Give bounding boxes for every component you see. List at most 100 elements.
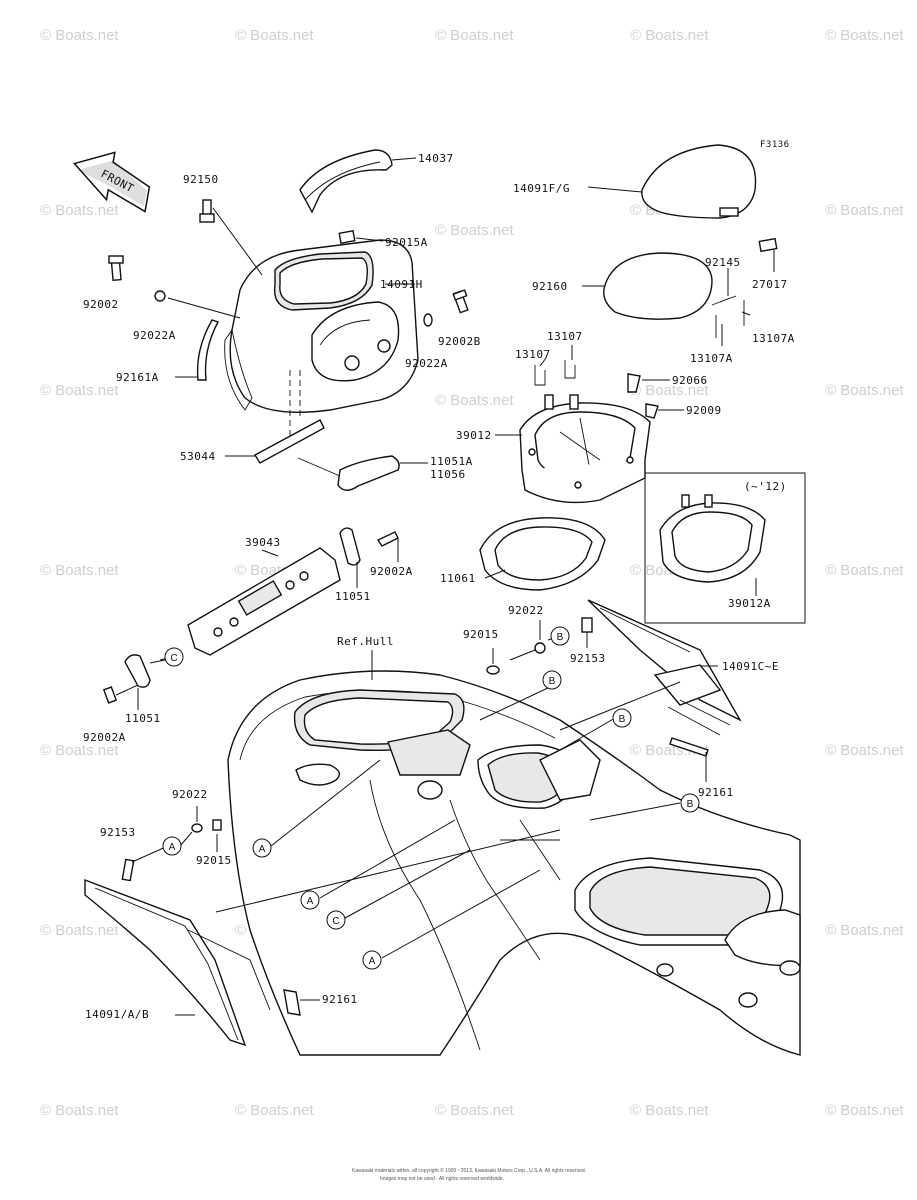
- strip-92161-right-part: [669, 737, 709, 782]
- part-label-92160: 92160: [532, 280, 568, 293]
- part-label-14091h: 14091H: [380, 278, 423, 291]
- watermark: © Boats.net: [40, 1102, 119, 1119]
- part-label-92009: 92009: [686, 404, 722, 417]
- strip-92161-lower-part: [283, 989, 320, 1016]
- part-label-92161a: 92161A: [116, 371, 159, 384]
- side-panel-14091ab-part: [84, 878, 271, 1047]
- watermark: © Boats.net: [630, 27, 709, 44]
- spring-13107-part: [534, 345, 576, 386]
- part-label-92015: 92015: [196, 854, 232, 867]
- part-label-11051: 11051: [335, 590, 371, 603]
- gasket-11061-part: [479, 517, 606, 591]
- part-label-92022a: 92022A: [133, 329, 176, 342]
- watermark: © Boats.net: [435, 27, 514, 44]
- callout-a: A: [369, 956, 376, 967]
- storage-bin-39012-part: [495, 373, 684, 504]
- variant-label: (~'12): [744, 480, 787, 493]
- callout-b: B: [557, 632, 564, 643]
- part-label-92153: 92153: [100, 826, 136, 839]
- hardware-center: [486, 617, 593, 675]
- front-cowl-part: [224, 230, 419, 413]
- handle-cover-part: [299, 149, 417, 214]
- part-label-92161: 92161: [322, 993, 358, 1006]
- watermark: © Boats.net: [40, 562, 119, 579]
- variant-box-39012a: (~'12): [644, 472, 806, 624]
- part-label-92002a: 92002A: [83, 731, 126, 744]
- leader-lines: [159, 635, 681, 959]
- figure-code: F3136: [760, 140, 790, 150]
- watermark: © Boats.net: [630, 382, 709, 399]
- watermark: © Boats.net: [40, 27, 119, 44]
- hardware-lower-left: [121, 806, 222, 882]
- callout-c: C: [332, 916, 339, 927]
- part-label-92022: 92022: [172, 788, 208, 801]
- callout-b: B: [549, 676, 556, 687]
- callout-b: B: [619, 714, 626, 725]
- watermark: © Boats.net: [825, 922, 904, 939]
- part-label-92002: 92002: [83, 298, 119, 311]
- strip-92161a-part: [175, 319, 220, 381]
- watermark: © Boats.net: [825, 562, 904, 579]
- part-label-92066: 92066: [672, 374, 708, 387]
- front-arrow-icon: FRONT: [72, 151, 151, 213]
- part-label-13107: 13107: [515, 348, 551, 361]
- watermark: © Boats.net: [435, 222, 514, 239]
- bolt-92002-part: [108, 255, 241, 319]
- watermark: © Boats.net: [630, 1102, 709, 1119]
- part-label-14091ab: 14091/A/B: [85, 1008, 149, 1021]
- part-label-92161: 92161: [698, 786, 734, 799]
- pad-92160-part: [582, 252, 713, 320]
- watermark: © Boats.net: [40, 202, 119, 219]
- rod-53044-part: [225, 370, 325, 464]
- hull-part: [227, 650, 801, 1056]
- panel-39043-part: [187, 547, 341, 656]
- watermark: © Boats.net: [40, 922, 119, 939]
- plate-11051-part: [102, 654, 166, 710]
- bolt-92002b-part: [423, 289, 469, 327]
- part-labels: 14037 92150 14091F/G 92015A 14091H 92002…: [83, 152, 794, 1021]
- part-label-92002a: 92002A: [370, 565, 413, 578]
- watermark: © Boats.net: [825, 742, 904, 759]
- part-label-92150: 92150: [183, 173, 219, 186]
- ref-hull-label: Ref.Hull: [337, 635, 394, 648]
- seat-cover-14091fg-part: [587, 144, 757, 219]
- callout-a: A: [169, 842, 176, 853]
- part-label-92015: 92015: [463, 628, 499, 641]
- watermark: © Boats.net: [235, 1102, 314, 1119]
- bracket-11051-part: [339, 527, 399, 588]
- part-label-39043: 39043: [245, 536, 281, 549]
- side-panel-14091ce-part: [587, 599, 742, 736]
- copyright-text: Kawasaki materials within, all copyright…: [352, 1167, 586, 1174]
- part-label-53044: 53044: [180, 450, 216, 463]
- callout-b: B: [687, 799, 694, 810]
- watermark: © Boats.net: [40, 382, 119, 399]
- watermark: © Boats.net: [40, 742, 119, 759]
- part-label-92022: 92022: [508, 604, 544, 617]
- watermark: © Boats.net: [235, 27, 314, 44]
- part-label-11051a: 11051A: [430, 455, 473, 468]
- part-label-14091ce: 14091C~E: [722, 660, 779, 673]
- part-label-92002b: 92002B: [438, 335, 481, 348]
- part-label-39012: 39012: [456, 429, 492, 442]
- part-label-11061: 11061: [440, 572, 476, 585]
- callout-circles: C B B B B A A A C A: [162, 626, 700, 970]
- part-label-92015a: 92015A: [385, 236, 428, 249]
- bracket-11051a-part: [297, 455, 428, 491]
- part-label-13107: 13107: [547, 330, 583, 343]
- watermark: © Boats.net: [825, 27, 904, 44]
- copyright-text-2: Images may not be used - All rights rese…: [380, 1176, 504, 1182]
- part-label-92145: 92145: [705, 256, 741, 269]
- screw-92150-part: [199, 199, 263, 276]
- watermark: © Boats.net: [825, 382, 904, 399]
- part-label-13107a: 13107A: [690, 352, 733, 365]
- part-label-11051: 11051: [125, 712, 161, 725]
- part-label-92153: 92153: [570, 652, 606, 665]
- watermark: © Boats.net: [435, 392, 514, 409]
- callout-a: A: [259, 844, 266, 855]
- part-label-39012a: 39012A: [728, 597, 771, 610]
- clip-parts: [711, 237, 778, 346]
- callout-c: C: [170, 653, 177, 664]
- part-label-92022a: 92022A: [405, 357, 448, 370]
- watermark: © Boats.net: [825, 1102, 904, 1119]
